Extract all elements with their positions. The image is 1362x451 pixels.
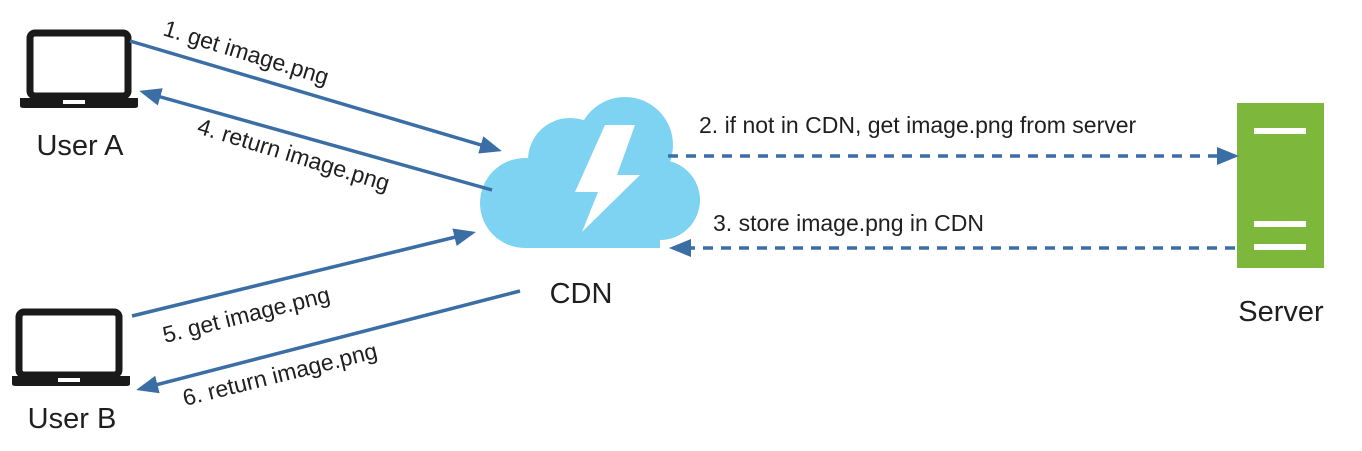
edge-step2-label: 2. if not in CDN, get image.png from ser… (699, 112, 1137, 138)
server-icon (1237, 103, 1324, 268)
cloud-lightning-icon (480, 97, 700, 248)
edge-step1-label: 1. get image.png (161, 15, 332, 90)
edge-step3-label: 3. store image.png in CDN (713, 210, 984, 236)
user-b-label: User B (28, 403, 117, 435)
laptop-icon (20, 29, 138, 108)
laptop-icon (12, 308, 130, 386)
cdn-label: CDN (550, 278, 613, 310)
edge-step6-label: 6. return image.png (180, 337, 380, 410)
edge-step6-arrow (136, 289, 521, 394)
edge-step4-arrow (139, 88, 493, 192)
edge-step5-arrow (131, 228, 476, 318)
edge-step5-label: 5. get image.png (160, 281, 333, 348)
edge-step1-arrow (129, 39, 502, 154)
server-label: Server (1238, 296, 1324, 328)
user-a-label: User A (36, 130, 124, 162)
